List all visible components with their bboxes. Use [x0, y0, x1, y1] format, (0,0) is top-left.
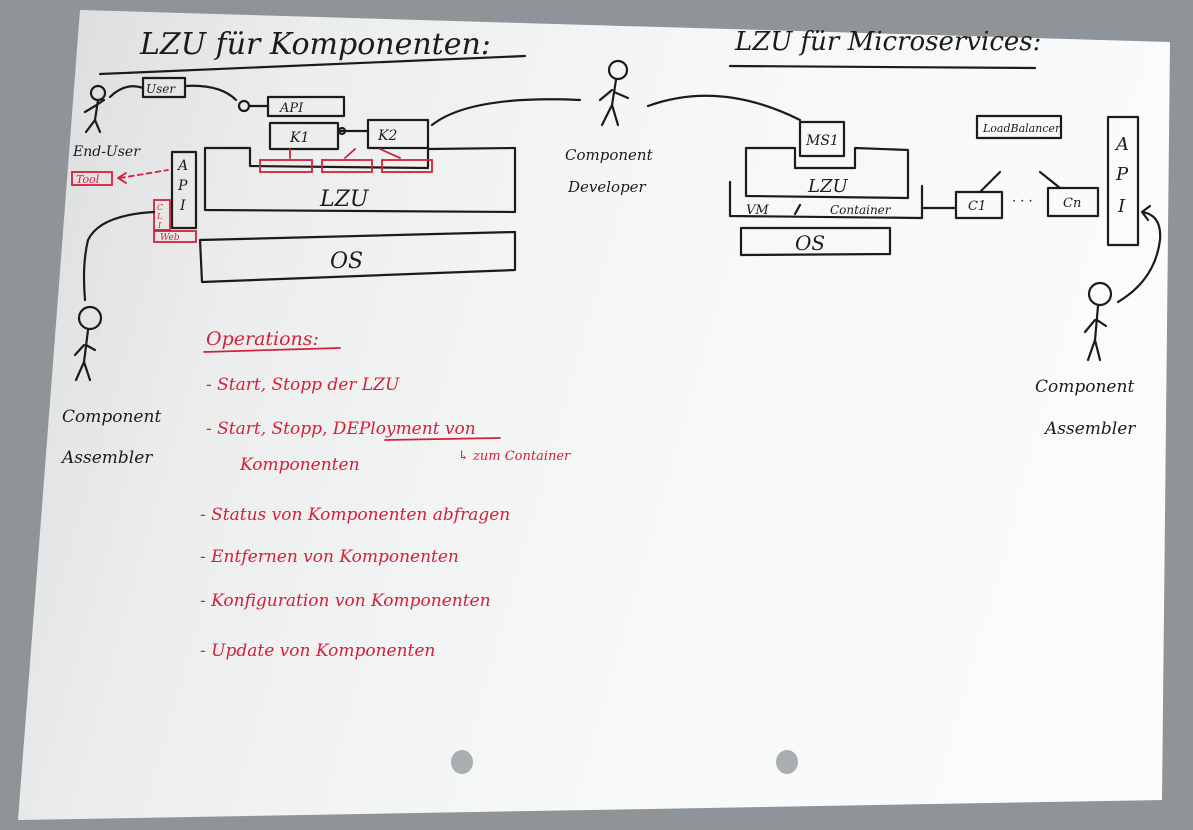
right-title-underline — [728, 64, 1037, 70]
assembler-figure-left — [73, 305, 103, 382]
cli-box — [153, 199, 171, 231]
right-api-p: P — [1115, 164, 1129, 185]
api-top-box — [266, 95, 346, 118]
cli-i: I — [157, 221, 162, 230]
red-slots — [259, 148, 433, 173]
ms1-box — [798, 120, 846, 158]
developer-line1: Component — [565, 146, 654, 164]
right-os-label: OS — [795, 231, 825, 255]
k1-box — [268, 121, 340, 151]
container-label: Container — [830, 203, 892, 217]
tool-label: Tool — [76, 173, 100, 186]
k1-label: K1 — [289, 130, 309, 146]
right-api-vertical-box — [1106, 115, 1140, 247]
deployment-underline — [384, 437, 501, 441]
dots-label: · · · — [1012, 194, 1033, 209]
right-os-box — [739, 226, 892, 257]
operation-item-3: - Status von Komponenten abfragen — [200, 505, 510, 525]
left-api-p: P — [177, 178, 188, 194]
lb-links — [978, 170, 1062, 194]
left-assembler-line2: Assembler — [60, 448, 153, 468]
load-balancer-label: LoadBalancer — [982, 122, 1061, 135]
vm-container-box — [728, 180, 924, 220]
user-api-link — [183, 84, 238, 102]
operations-underline — [203, 347, 341, 353]
end-user-figure — [83, 84, 107, 134]
c1-label: C1 — [968, 199, 986, 214]
cli-c: C — [157, 203, 163, 212]
left-lzu-shape — [203, 146, 517, 214]
operation-item-2: - Start, Stopp, DEPloyment von — [206, 419, 476, 439]
end-user-label: End-User — [72, 144, 141, 160]
right-api-i: I — [1117, 196, 1126, 217]
operation-item-5: - Konfiguration von Komponenten — [200, 591, 491, 611]
k2-box — [366, 118, 430, 150]
developer-figure — [598, 59, 630, 127]
developer-link-left — [430, 98, 582, 127]
right-assembler-line1: Component — [1035, 377, 1134, 397]
punch-hole-left — [451, 750, 473, 774]
left-title-underline — [98, 54, 527, 76]
left-api-vertical-box — [170, 150, 198, 230]
right-assembler-line2: Assembler — [1043, 419, 1136, 439]
operation-note: ↳ zum Container — [458, 449, 571, 464]
right-api-a: A — [1114, 134, 1129, 155]
web-label: Web — [160, 233, 180, 243]
user-link — [108, 85, 145, 99]
assembler-link — [82, 210, 156, 302]
left-lzu-label: LZU — [319, 187, 370, 212]
tool-arrow — [119, 169, 169, 179]
paper-sheet — [18, 10, 1170, 820]
right-lzu-shape — [744, 146, 910, 200]
left-os-box — [198, 230, 517, 284]
developer-link-right — [646, 94, 802, 122]
cn-box — [1046, 186, 1100, 218]
cli-l: L — [156, 212, 162, 221]
api-top-label: API — [279, 101, 304, 116]
left-assembler-line1: Component — [62, 407, 161, 427]
load-balancer-box — [975, 114, 1063, 140]
right-assembler-link — [1116, 204, 1162, 304]
operations-heading: Operations: — [206, 328, 319, 350]
left-api-a: A — [176, 158, 188, 174]
punch-hole-right — [776, 750, 798, 774]
operation-item-6: - Update von Komponenten — [200, 641, 435, 661]
web-box — [153, 230, 197, 243]
cn-label: Cn — [1063, 196, 1081, 211]
k2-label: K2 — [377, 128, 397, 144]
tool-box — [71, 171, 113, 186]
left-api-i: I — [179, 198, 186, 214]
user-tag-label: User — [146, 82, 176, 96]
operation-item-4: - Entfernen von Komponenten — [200, 547, 459, 567]
developer-line2: Developer — [567, 178, 647, 196]
right-lzu-label: LZU — [807, 176, 848, 197]
operation-item-2-cont: Komponenten — [239, 455, 360, 475]
left-os-label: OS — [330, 249, 363, 274]
ms1-label: MS1 — [805, 133, 839, 149]
right-title: LZU für Microservices: — [734, 27, 1041, 57]
assembler-figure-right — [1083, 281, 1113, 362]
vm-label: VM — [746, 203, 769, 218]
left-title: LZU für Komponenten: — [139, 27, 491, 62]
operation-item-1: - Start, Stopp der LZU — [206, 375, 400, 395]
